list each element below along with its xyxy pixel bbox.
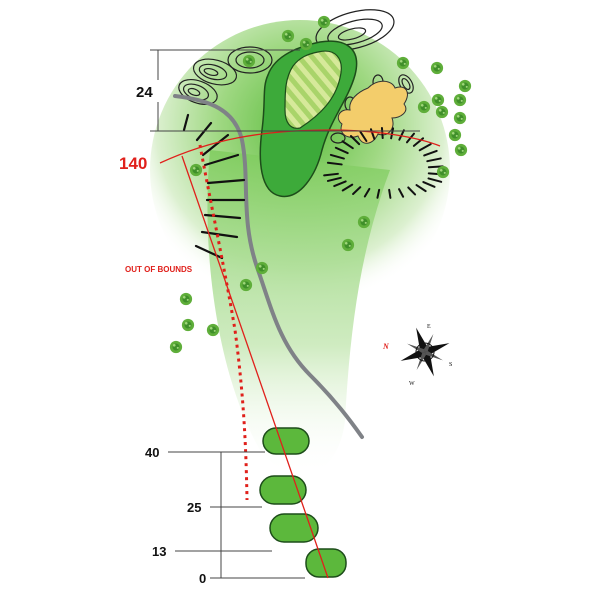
hash-mark [388,188,392,199]
tree-icon [431,93,445,107]
yardage-marker: 40 [145,445,159,460]
bunker [337,80,408,144]
hash-mark [352,186,362,196]
green [259,40,358,198]
hash-mark [407,186,417,196]
tree-icon [430,61,444,75]
mounds [178,9,414,144]
tree-icon [458,79,472,93]
tree-icon [341,238,355,252]
compass-rose-icon [400,327,450,377]
hash-mark [423,149,438,157]
carry-distance-label: 140 [119,154,147,173]
tree-icon [417,100,431,114]
hash-mark [334,146,349,155]
hash-mark [418,143,432,152]
hash-mark [359,130,368,142]
tree-icon [242,54,256,68]
hash-mark [326,176,342,182]
hash-mark [376,188,381,199]
tee-boxes [259,427,347,578]
tree-icon [448,128,462,142]
tree-icon [357,215,371,229]
tree-icon [317,15,331,29]
hash-mark [323,172,339,177]
hash-mark [363,187,371,198]
hash-mark [427,177,443,183]
tree-icon [179,292,193,306]
tree-icon [453,111,467,125]
rough-hash-marks [182,113,246,260]
tree-icon [454,143,468,157]
compass-east: E [427,324,431,330]
compass-south: S [449,362,452,368]
out-of-bounds-label: OUT OF BOUNDS [125,265,193,274]
compass-west: W [409,381,415,387]
tee-box [259,475,307,505]
out-of-bounds-lines [159,129,441,579]
tree-icon [206,323,220,337]
tee-box [262,427,310,455]
tree-icon [239,278,253,292]
tee-box [269,513,319,543]
hash-mark [415,184,427,193]
hash-mark [329,153,345,160]
hash-mark [422,181,436,188]
tree-icon [181,318,195,332]
hash-mark [349,135,361,146]
tree-icon [281,29,295,43]
hash-mark [333,180,347,188]
yardage-scale [150,49,420,579]
hash-mark [390,127,395,140]
tree-icon [396,56,410,70]
tree-icon [453,93,467,107]
hash-mark [426,157,442,163]
oob-line [181,155,329,579]
tee-box [305,548,347,578]
tree-icon [436,165,450,179]
putting-surface [284,50,342,129]
hash-mark [341,183,354,192]
tree-icon [189,163,203,177]
waste-area-hash-marks [323,127,444,199]
tree-icon [299,37,313,51]
yardage-marker: 13 [152,544,166,559]
compass-north: N [382,342,390,351]
tree-icon [255,261,269,275]
hash-mark [398,188,405,198]
tree-icon [435,105,449,119]
hash-mark [398,129,405,141]
green-depth-label: 24 [136,84,153,101]
hash-mark [341,140,354,150]
hash-mark [326,161,343,166]
tree-icon [169,340,183,354]
yardage-marker: 25 [187,500,201,515]
yardage-marker: 0 [199,571,206,586]
